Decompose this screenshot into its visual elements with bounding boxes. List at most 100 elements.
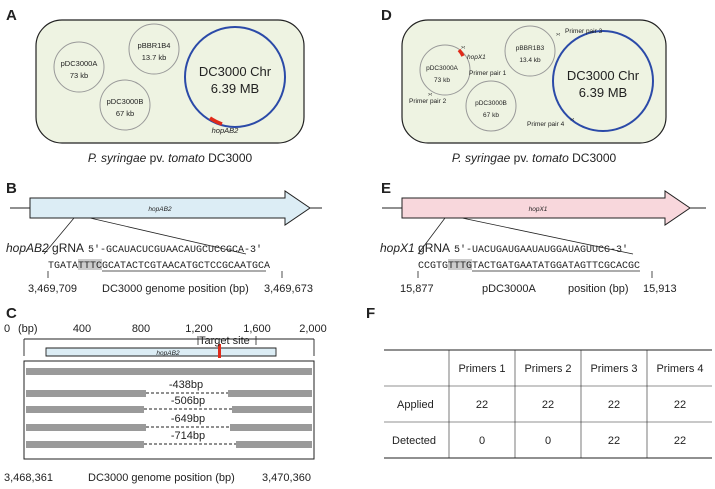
caption-d: P. syringae pv. tomato DC3000: [452, 151, 617, 165]
table-row-label-detected: Detected: [392, 435, 436, 447]
chromosome-size: 6.39 MB: [579, 85, 627, 100]
primer-mark-2: ›‹: [428, 91, 432, 98]
plasmid-name: pDC3000A: [426, 65, 458, 72]
deletion-left-segment: [26, 441, 144, 448]
axis-tick-label-1200: 1,200: [185, 323, 213, 335]
zoom-line-left-b: [43, 217, 75, 255]
pos-start-c: 3,468,361: [4, 472, 53, 484]
chromosome-a: DC3000 Chr 6.39 MB hopAB2: [184, 26, 286, 135]
pam-highlight-e: [448, 259, 472, 270]
alignment-frame: [23, 360, 315, 460]
plasmid-name: pDC3000B: [107, 97, 144, 106]
plasmid-pdc3000a-d: pDC3000A 73 kb: [419, 44, 471, 96]
deletion-row-1: -438bp: [26, 379, 312, 397]
target-site-bar: [218, 344, 221, 358]
plasmid-pbbr1b3-d: pBBR1B3 13.4 kb: [504, 25, 556, 77]
pos-start-e: 15,877: [400, 283, 434, 295]
position-label-b: DC3000 genome position (bp): [102, 283, 249, 295]
deletion-left-segment: [26, 406, 144, 413]
position-label-e: pDC3000A: [482, 283, 536, 295]
target-gene-label: hopAB2: [212, 126, 240, 135]
primer-mark-3: ›‹: [556, 31, 560, 38]
deletion-row-3: -649bp: [26, 413, 312, 431]
table-header-primers-4: Primers 4: [656, 363, 703, 375]
axis-tick-label-2000: 2,000: [299, 323, 327, 335]
plasmid-size: 73 kb: [70, 71, 88, 80]
pos-start-b: 3,469,709: [28, 283, 77, 295]
plasmid-name: pBBR1B4: [138, 41, 171, 50]
deletion-size-label: -649bp: [171, 413, 205, 425]
grna-label-b: hopAB2 gRNA: [6, 241, 84, 255]
deletion-row-2: -506bp: [26, 395, 312, 413]
primer-pair-2-label: Primer pair 2: [409, 98, 447, 105]
zoom-line-right-b: [89, 217, 247, 255]
table-header-primers-2: Primers 2: [524, 363, 571, 375]
table-cell: 22: [674, 435, 686, 447]
deletion-left-segment: [26, 424, 146, 431]
gene-arrow-hopab2: [29, 190, 311, 226]
deletion-right-segment: [230, 424, 312, 431]
table-cell: 0: [479, 435, 485, 447]
deletion-left-segment: [26, 390, 146, 397]
axis-tick-label-400: 400: [73, 323, 91, 335]
axis-unit-c: (bp): [18, 323, 38, 335]
plasmid-name: pDC3000B: [475, 100, 507, 107]
plasmid-size: 13.7 kb: [142, 53, 167, 62]
table-cell: 0: [545, 435, 551, 447]
chromosome-name: DC3000 Chr: [567, 68, 640, 83]
position-label-c: DC3000 genome position (bp): [88, 472, 235, 484]
cell-outline-a: [35, 19, 305, 144]
gene-box-label: hopAB2: [156, 350, 180, 357]
gene-arrow-label: hopAB2: [148, 206, 172, 213]
target-site-label: Target site: [199, 335, 250, 347]
reference-bar: [26, 368, 312, 375]
target-site-mark: [209, 116, 223, 126]
panel-letter-e: E: [381, 180, 391, 197]
table-header-primers-3: Primers 3: [590, 363, 637, 375]
axis-zero-label-c: 0: [4, 323, 10, 335]
axis-tick-label-800: 800: [132, 323, 150, 335]
grna-sequence-b: 5′-GCAUACUCGUAACAUGCUCCGCA-3′: [88, 244, 262, 256]
table-header-primers-1: Primers 1: [458, 363, 505, 375]
deletion-right-segment: [236, 441, 312, 448]
grna-label-e: hopX1 gRNA: [380, 241, 450, 255]
plasmid-size: 13.4 kb: [519, 57, 541, 64]
zoom-line-right-e: [461, 217, 634, 255]
genome-sequence-e: CCGTGTTTGTACTGATGAATATGGATAGTTCGCACGC: [418, 261, 640, 272]
genome-sequence-b: TGATATTTCGCATACTCGTAACATGCTCCGCAATGCA: [48, 261, 270, 272]
deletion-size-label: -506bp: [171, 395, 205, 407]
chromosome-name: DC3000 Chr: [199, 64, 272, 79]
grna-sequence-e: 5′-UACUGAUGAAUAUGGAUAGUUCG-3′: [454, 244, 628, 256]
plasmid-name: pDC3000A: [61, 59, 98, 68]
pos-end-c: 3,470,360: [262, 472, 311, 484]
plasmid-pdc3000a-a: pDC3000A 73 kb: [53, 41, 105, 93]
panel-letter-f: F: [366, 305, 375, 322]
table-cell: 22: [476, 399, 488, 411]
chromosome-d: DC3000 Chr 6.39 MB: [552, 30, 654, 132]
table-cell: 22: [608, 435, 620, 447]
panel-letter-b: B: [6, 180, 17, 197]
plasmid-size: 73 kb: [434, 77, 450, 84]
plasmid-size: 67 kb: [116, 109, 134, 118]
panel-letter-d: D: [381, 7, 392, 24]
pos-end-e: 15,913: [643, 283, 677, 295]
plasmid-pbbr1b4-a: pBBR1B4 13.7 kb: [128, 23, 180, 75]
axis-tick-label-1600: 1,600: [243, 323, 271, 335]
plasmid-pdc3000b-d: pDC3000B 67 kb: [465, 80, 517, 132]
caption-a: P. syringae pv. tomato DC3000: [88, 151, 253, 165]
summary-table: Primers 1 Primers 2 Primers 3 Primers 4 …: [384, 349, 712, 459]
table-cell: 22: [542, 399, 554, 411]
chromosome-size: 6.39 MB: [211, 81, 259, 96]
target-gene-label-d: hopX1: [467, 54, 486, 61]
pam-highlight-b: [78, 259, 102, 270]
gene-arrow-label: hopX1: [529, 206, 548, 213]
panel-letter-c: C: [6, 305, 17, 322]
plasmid-pdc3000b-a: pDC3000B 67 kb: [99, 79, 151, 131]
primer-mark-4: ›‹: [570, 116, 574, 123]
deletion-size-label: -714bp: [171, 430, 205, 442]
table-cell: 22: [608, 399, 620, 411]
target-site-mark: [457, 48, 465, 57]
zoom-line-left-e: [417, 217, 446, 255]
primer-pair-4-label: Primer pair 4: [527, 121, 565, 128]
